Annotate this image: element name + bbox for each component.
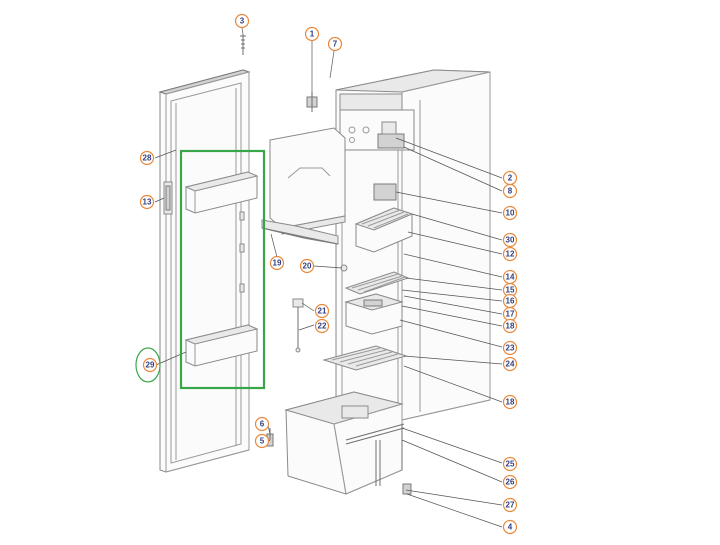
callout-label: 29 bbox=[146, 361, 155, 370]
bottom-hinge bbox=[402, 483, 412, 495]
callout-circle bbox=[502, 356, 518, 372]
callout-circle bbox=[269, 255, 285, 271]
callout-circle bbox=[502, 246, 518, 262]
callout-circle bbox=[327, 36, 343, 52]
drawer-rails bbox=[345, 423, 405, 486]
callout-label: 8 bbox=[508, 187, 513, 196]
callout-label: 19 bbox=[273, 259, 282, 268]
callout-circle bbox=[299, 258, 315, 274]
door-screw bbox=[240, 34, 246, 55]
callout-label: 26 bbox=[506, 478, 515, 487]
callout-circle bbox=[314, 318, 330, 334]
callout-circle bbox=[502, 474, 518, 490]
callout-circle bbox=[139, 194, 155, 210]
leader-lines bbox=[154, 27, 503, 528]
callout-circle bbox=[502, 340, 518, 356]
callout-circle bbox=[234, 13, 250, 29]
callout-label: 13 bbox=[143, 198, 152, 207]
callout-label: 15 bbox=[506, 286, 515, 295]
callout-label: 27 bbox=[506, 501, 515, 510]
lamp-assembly bbox=[292, 298, 304, 353]
door-panel bbox=[158, 69, 251, 473]
callout-label: 22 bbox=[318, 322, 327, 331]
callout-circle bbox=[139, 150, 155, 166]
callout-circle bbox=[142, 357, 158, 373]
callout-label: 28 bbox=[143, 154, 152, 163]
callout-label: 10 bbox=[506, 209, 515, 218]
callout-label: 7 bbox=[333, 40, 338, 49]
callout-circle bbox=[502, 232, 518, 248]
callout-circle bbox=[314, 303, 330, 319]
callout-circle bbox=[502, 205, 518, 221]
callout-label: 18 bbox=[506, 398, 515, 407]
callout-label: 24 bbox=[506, 360, 515, 369]
callout-label: 20 bbox=[303, 262, 312, 271]
door-handle bbox=[163, 181, 173, 215]
highlight-box bbox=[179, 149, 266, 390]
shelf-tray bbox=[344, 293, 404, 335]
callout-label: 23 bbox=[506, 344, 515, 353]
callout-label: 12 bbox=[506, 250, 515, 259]
callout-label: 5 bbox=[260, 437, 265, 446]
callout-label: 1 bbox=[310, 30, 315, 39]
callout-labels: 1 2 3 4 5 6 7 8 10 12 13 14 15 16 17 18 … bbox=[139, 13, 518, 535]
callout-label: 21 bbox=[318, 307, 327, 316]
crisper-drawer bbox=[284, 391, 404, 495]
callout-circle bbox=[502, 497, 518, 513]
door-shelf-upper bbox=[184, 171, 259, 214]
shelf-clips bbox=[239, 211, 245, 293]
callout-circle bbox=[254, 433, 270, 449]
callout-circle bbox=[254, 416, 270, 432]
wire-shelf-middle bbox=[344, 271, 410, 295]
callout-label: 17 bbox=[506, 310, 515, 319]
callout-label: 2 bbox=[508, 174, 513, 183]
evaporator-panel bbox=[269, 127, 346, 235]
callout-circle bbox=[502, 456, 518, 472]
callout-circle bbox=[304, 26, 320, 42]
callout-circle bbox=[502, 394, 518, 410]
callout-label: 25 bbox=[506, 460, 515, 469]
callout-label: 30 bbox=[506, 236, 515, 245]
callout-label: 18 bbox=[506, 322, 515, 331]
thermostat-part bbox=[373, 183, 397, 201]
control-panel bbox=[339, 93, 415, 151]
callout-label: 4 bbox=[508, 523, 513, 532]
callout-circle bbox=[502, 519, 518, 535]
callout-label: 14 bbox=[506, 273, 515, 282]
callout-label: 3 bbox=[240, 17, 245, 26]
callout-circle bbox=[502, 318, 518, 334]
callout-label: 6 bbox=[260, 420, 265, 429]
highlight-ellipse bbox=[135, 347, 161, 383]
callout-label: 16 bbox=[506, 297, 515, 306]
callout-circle bbox=[502, 183, 518, 199]
door-shelf-lower bbox=[184, 324, 259, 367]
drip-tray bbox=[261, 219, 339, 245]
